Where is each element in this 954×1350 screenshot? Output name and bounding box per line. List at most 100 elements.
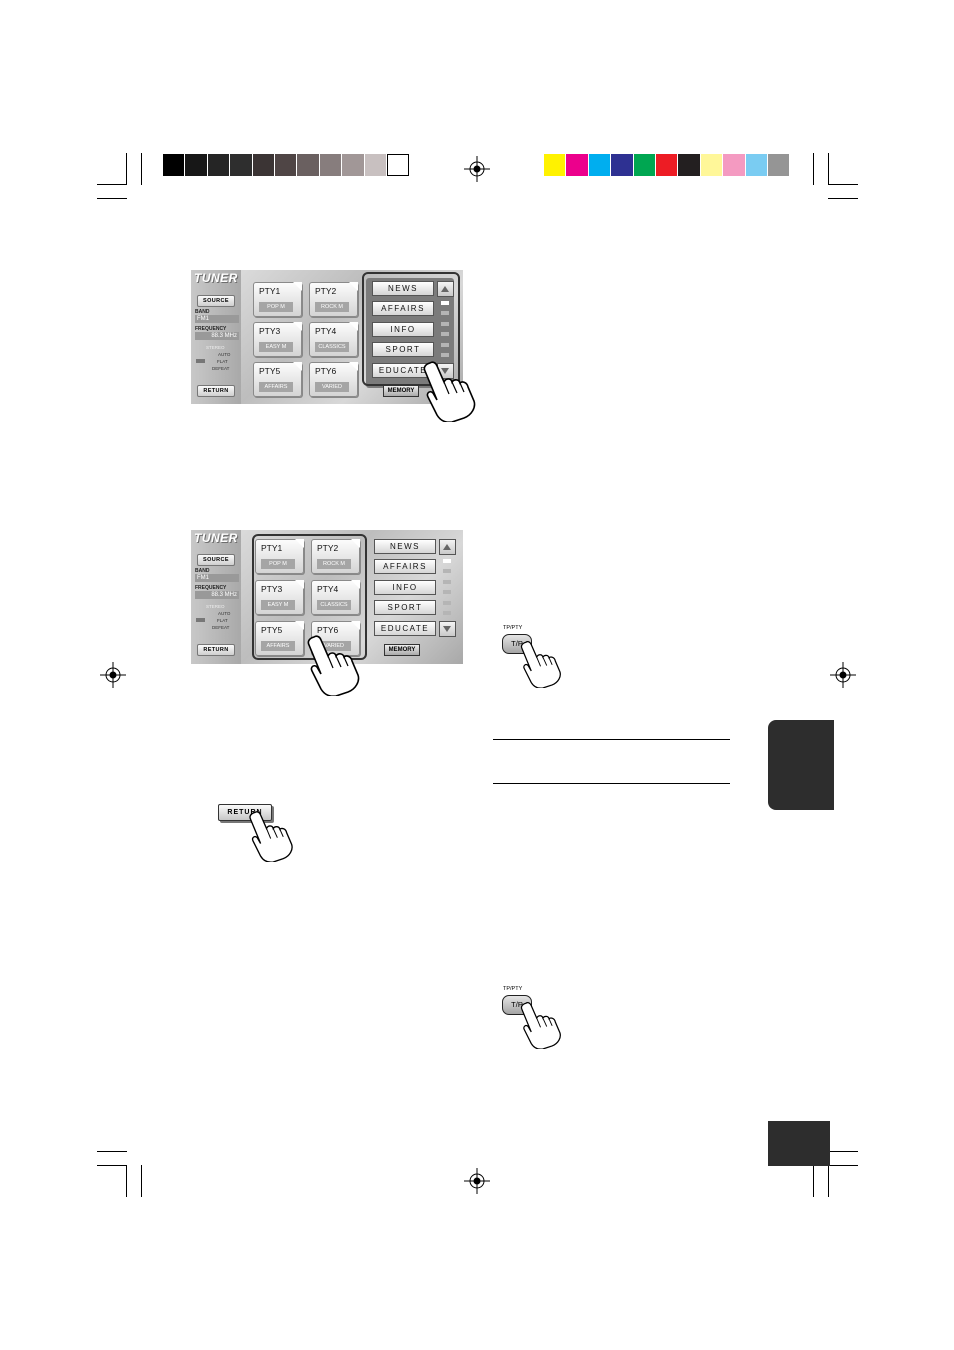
crop-mark [813,153,814,185]
category-educate[interactable]: EDUCATE [374,621,436,636]
page-indicator [443,590,451,594]
crop-mark [828,184,858,185]
registration-mark-icon [464,156,490,182]
pointing-hand-icon [520,641,561,688]
source-button[interactable]: SOURCE [197,554,235,566]
stereo-indicator: STEREO [206,604,225,609]
pty-category: EASY M [261,600,295,610]
grayscale-bar [163,154,410,176]
pty-number: PTY3 [259,326,281,336]
color-swatch [386,154,410,176]
band-value: FM1 [195,315,239,323]
flat-indicator: FLAT [217,618,228,623]
flat-indicator: FLAT [217,359,228,364]
pty-category: CLASSICS [315,342,349,352]
category-news[interactable]: NEWS [374,539,436,554]
category-info[interactable]: INFO [374,580,436,595]
pty-category: ROCK M [317,559,351,569]
pty-category: POP M [259,302,293,312]
scroll-up-button[interactable] [437,281,454,297]
band-label: BAND [195,568,210,574]
arrow-down-icon [441,368,449,374]
page-number-box [768,1121,830,1166]
stereo-indicator: STEREO [206,345,225,350]
color-swatch [274,154,298,176]
scroll-down-button[interactable] [439,621,456,637]
highlight-frame [252,534,367,660]
return-button[interactable]: RETURN [197,644,235,656]
defeat-indicator: DEFEAT [212,625,230,630]
category-affairs[interactable]: AFFAIRS [374,559,436,574]
tuner-screen-pty-categories: TUNER SOURCE BAND FM1 FREQUENCY 88.3 MHz… [191,270,463,404]
source-button[interactable]: SOURCE [197,295,235,307]
color-swatch [655,154,679,176]
crop-mark [828,1165,829,1197]
category-list-panel: NEWS AFFAIRS INFO SPORT EDUCATE [368,536,456,646]
color-swatch [767,154,791,176]
page-indicator [441,322,449,326]
category-sport[interactable]: SPORT [374,600,436,615]
category-news[interactable]: NEWS [372,281,434,296]
defeat-indicator: DEFEAT [212,366,230,371]
pty-number: PTY2 [315,286,337,296]
crop-mark [828,1151,858,1152]
pointing-hand-icon [423,361,476,422]
category-list-panel: NEWS AFFAIRS INFO SPORT EDUCATE [366,278,454,388]
category-affairs[interactable]: AFFAIRS [372,301,434,316]
color-swatch [544,154,567,176]
pointing-hand-icon [520,1002,561,1049]
color-swatch [163,154,186,176]
color-swatch [185,154,208,176]
scroll-up-button[interactable] [439,539,456,555]
crop-mark [828,1165,858,1166]
pty-category: VARIED [317,641,351,651]
crop-mark [828,153,829,185]
crop-mark [97,1151,127,1152]
memory-button[interactable]: MEMORY [384,644,420,656]
crop-mark [141,1165,142,1197]
color-swatch [700,154,724,176]
pty-number: PTY6 [317,625,339,635]
frequency-label: FREQUENCY [195,585,227,591]
tuner-title: TUNER [194,271,238,285]
band-label: BAND [195,309,210,315]
pty-category: AFFAIRS [259,382,293,392]
page-indicator [443,569,451,573]
color-swatch [297,154,320,176]
highlight-frame [362,272,460,386]
frequency-value: 88.3 MHz [195,591,239,599]
auto-indicator: AUTO [218,352,231,357]
mode-indicator [196,359,205,363]
color-swatch [566,154,589,176]
color-swatch [588,154,612,176]
page-indicator [441,343,449,347]
color-swatch [252,154,275,176]
pty-number: PTY3 [261,584,283,594]
registration-mark-icon [830,662,856,688]
category-sport[interactable]: SPORT [372,342,434,357]
return-button[interactable]: RETURN [197,385,235,397]
band-value: FM1 [195,574,239,582]
registration-mark-icon [464,1168,490,1194]
pty-category: VARIED [315,382,349,392]
arrow-up-icon [441,286,449,292]
tuner-screen-pty-presets: TUNER SOURCE BAND FM1 FREQUENCY 88.3 MHz… [191,530,463,664]
page-indicator [443,611,451,615]
memory-button[interactable]: MEMORY [383,385,419,397]
pty-number: PTY2 [317,543,339,553]
category-info[interactable]: INFO [372,322,434,337]
color-swatch [364,154,387,176]
page-indicator [443,601,451,605]
pty-category: CLASSICS [317,600,351,610]
